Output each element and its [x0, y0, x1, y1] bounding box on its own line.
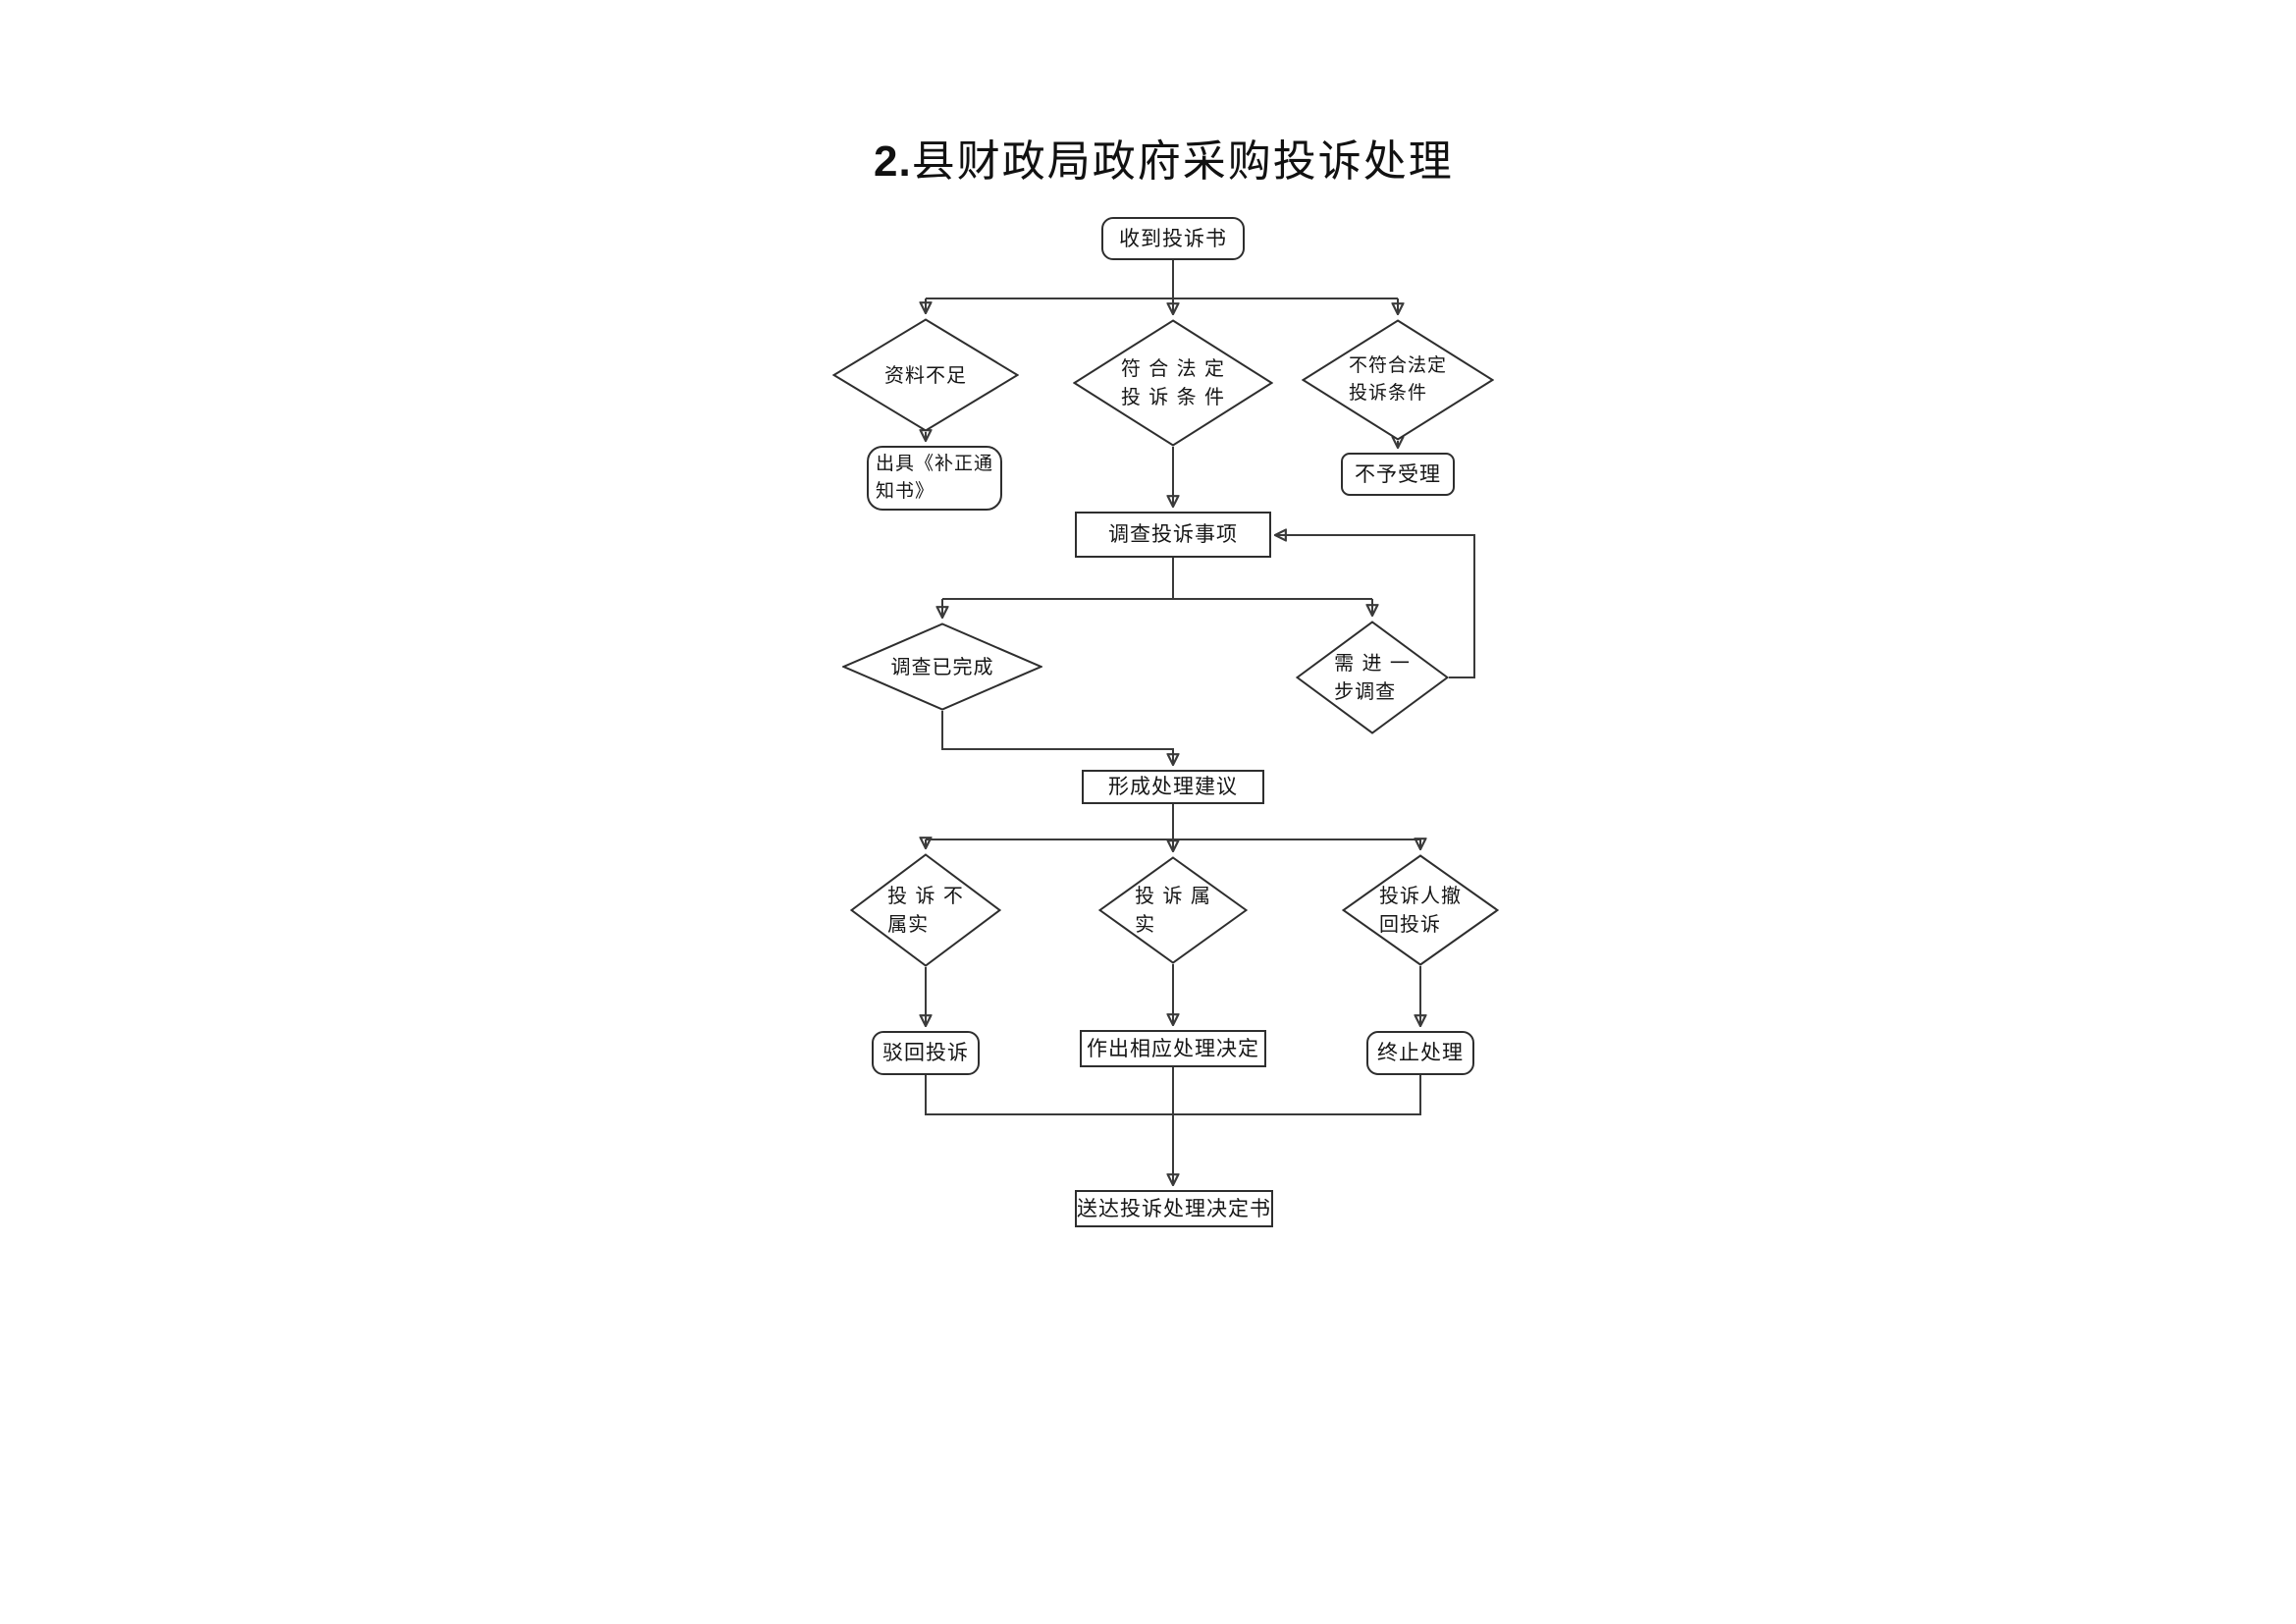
decision-complaint-not-substantiated: 投 诉 不 属实	[850, 853, 1001, 967]
edge-terminate-merge	[1173, 1075, 1421, 1115]
node-form-handling-suggestion: 形成处理建议	[1082, 770, 1264, 804]
node-make-handling-decision: 作出相应处理决定	[1080, 1030, 1266, 1067]
node-label: 不予受理	[1355, 461, 1441, 486]
node-receive-complaint: 收到投诉书	[1101, 217, 1245, 260]
node-label: 资料不足	[884, 362, 967, 387]
decision-complaint-substantiated: 投 诉 属 实	[1098, 856, 1248, 964]
diamond-shape	[1296, 621, 1449, 734]
node-label: 终止处理	[1377, 1041, 1464, 1065]
node-label: 不符合法定 投诉条件	[1348, 354, 1447, 404]
diamond-shape	[842, 623, 1042, 711]
node-label: 投 诉 属 实	[1135, 884, 1211, 936]
node-label: 作出相应处理决定	[1087, 1036, 1259, 1060]
edge-reject-merge	[925, 1075, 1173, 1115]
edge-further-loop	[1275, 535, 1475, 678]
node-investigate-complaint: 调查投诉事项	[1075, 512, 1271, 558]
node-issue-correction-notice: 出具《补正通 知书》	[867, 446, 1002, 511]
node-label: 收到投诉书	[1119, 226, 1227, 250]
node-label: 送达投诉处理决定书	[1077, 1196, 1271, 1220]
page-title: 2.县财政局政府采购投诉处理	[874, 126, 1454, 189]
edge-completed-to-form	[941, 711, 1173, 765]
diamond-shape	[832, 318, 1019, 432]
node-label: 投诉人撤 回投诉	[1379, 884, 1462, 936]
node-deliver-decision-document: 送达投诉处理决定书	[1075, 1190, 1273, 1227]
node-reject-complaint: 驳回投诉	[872, 1031, 980, 1075]
decision-investigation-completed: 调查已完成	[842, 623, 1042, 711]
page-title-number: 2.	[874, 137, 912, 186]
decision-meets-legal-conditions: 符 合 法 定 投 诉 条 件	[1073, 319, 1273, 447]
node-label: 符 合 法 定 投 诉 条 件	[1120, 356, 1226, 408]
node-label: 投 诉 不 属实	[887, 884, 964, 936]
decision-complainant-withdraws: 投诉人撤 回投诉	[1342, 854, 1499, 966]
diamond-shape	[850, 853, 1001, 967]
diamond-shape	[1098, 856, 1248, 964]
diamond-shape	[1073, 319, 1273, 447]
node-label: 调查投诉事项	[1108, 522, 1238, 547]
node-label: 调查已完成	[890, 654, 994, 678]
node-not-accepted: 不予受理	[1341, 453, 1455, 496]
node-terminate-handling: 终止处理	[1366, 1031, 1474, 1075]
diamond-shape	[1342, 854, 1499, 966]
node-label: 驳回投诉	[882, 1041, 969, 1065]
node-label: 出具《补正通 知书》	[875, 453, 993, 502]
decision-insufficient-material: 资料不足	[832, 318, 1019, 432]
decision-not-meets-legal-conditions: 不符合法定 投诉条件	[1302, 319, 1494, 441]
node-label: 需 进 一 步调查	[1334, 651, 1411, 703]
decision-further-investigation-needed: 需 进 一 步调查	[1296, 621, 1449, 734]
page-title-text: 县财政局政府采购投诉处理	[911, 137, 1454, 186]
node-label: 形成处理建议	[1108, 775, 1238, 799]
diamond-shape	[1302, 319, 1494, 441]
